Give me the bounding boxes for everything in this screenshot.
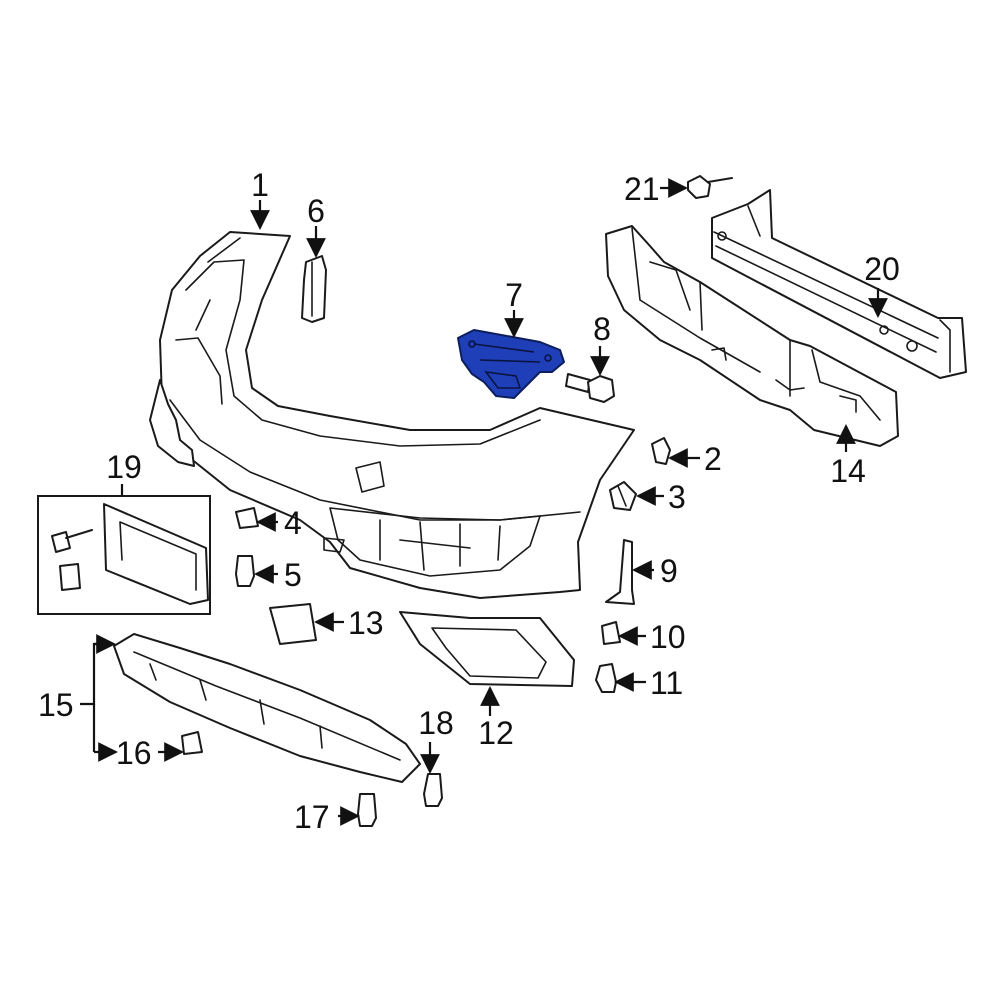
callout-4: 4 [284,505,302,541]
callout-9: 9 [660,553,678,589]
part-2-clip[interactable] [651,437,671,465]
callout-2: 2 [704,441,722,477]
callout-3: 3 [668,479,686,515]
part-7-bumper-bracket[interactable] [457,329,565,399]
callout-8: 8 [593,311,611,347]
callout-15: 15 [38,687,74,723]
callout-13: 13 [348,605,384,641]
callout-20: 20 [864,251,900,287]
callout-7: 7 [505,277,523,313]
part-16-clip[interactable] [181,731,203,755]
callout-12: 12 [478,715,514,751]
part-14-energy-absorber[interactable] [605,225,899,447]
callout-6: 6 [307,193,325,229]
part-5-screw[interactable] [235,555,255,587]
callout-19: 19 [106,449,142,485]
part-12-fog-lamp-grille[interactable] [399,611,575,687]
callout-16: 16 [116,735,152,771]
part-13-tow-hook-cover[interactable] [269,603,317,645]
part-10-clip[interactable] [601,621,621,645]
part-20-reinforcement-beam[interactable] [711,189,967,379]
callout-17: 17 [294,799,330,835]
part-19-license-plate-bracket[interactable] [37,495,211,615]
callout-1: 1 [251,167,269,203]
part-17-screw[interactable] [357,793,377,827]
callout-10: 10 [650,619,686,655]
callout-labels: 1 6 7 8 2 3 9 10 11 4 5 13 12 14 20 21 1… [38,167,900,835]
part-1-bumper-cover[interactable] [149,231,635,599]
part-15-lower-absorber[interactable] [113,633,421,783]
part-18-screw[interactable] [423,773,443,807]
part-3-retainer[interactable] [609,481,637,511]
callout-5: 5 [284,557,302,593]
callout-11: 11 [650,665,683,701]
part-8-bolt[interactable] [565,373,615,403]
callout-21: 21 [624,171,660,207]
part-9-side-bracket[interactable] [605,539,635,605]
callout-14: 14 [830,453,866,489]
callout-18: 18 [418,705,454,741]
part-6-side-spacer[interactable] [301,255,327,323]
part-4-clip[interactable] [235,507,259,529]
part-21-bolt[interactable] [687,175,733,199]
leader-lines [80,178,888,826]
part-11-screw[interactable] [595,663,617,693]
